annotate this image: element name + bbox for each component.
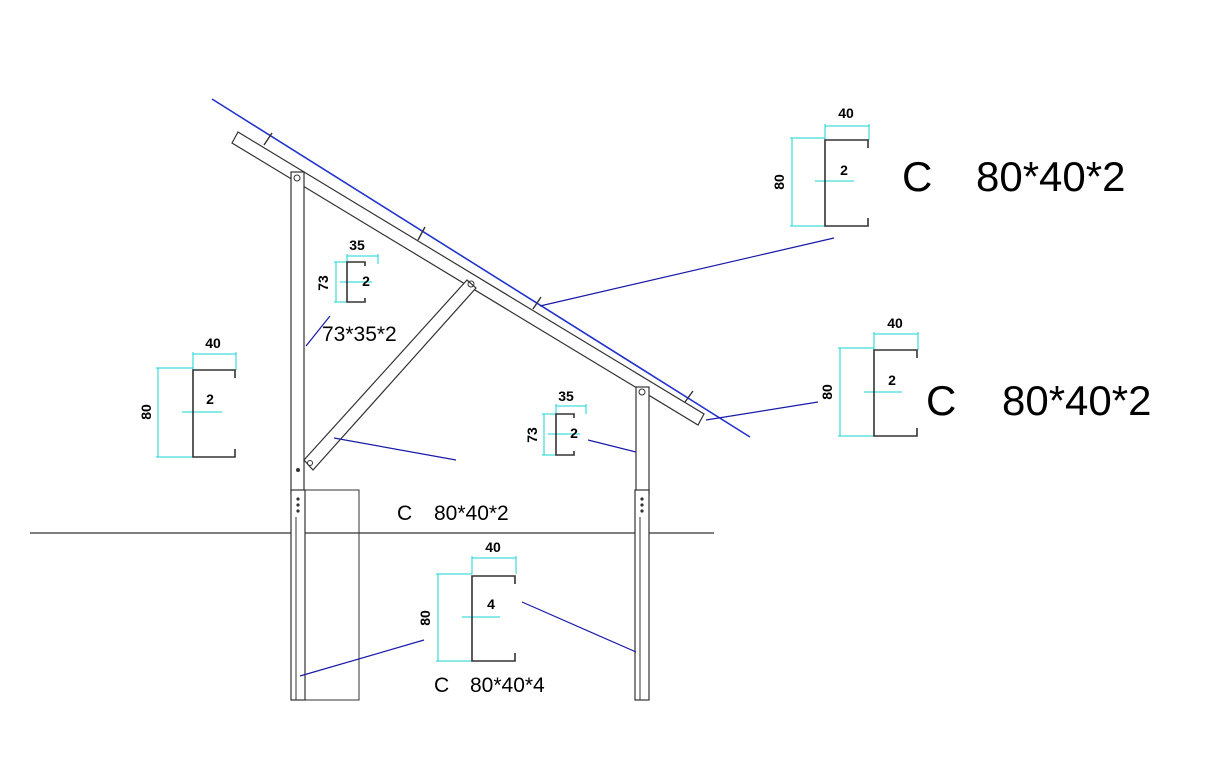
panel-clamps <box>263 132 694 403</box>
pile-type: C <box>434 674 449 697</box>
left-height: 80 <box>138 404 154 420</box>
left-width: 40 <box>205 335 221 351</box>
front-post-height: 73 <box>524 427 540 443</box>
mid-right-spec: 80*40*2 <box>1002 377 1151 424</box>
top-right-height: 80 <box>771 174 787 190</box>
pile-height: 80 <box>417 610 433 626</box>
front-post-thickness: 2 <box>570 425 578 441</box>
front-pile <box>634 489 650 701</box>
rear-post-width: 35 <box>349 237 365 253</box>
mid-right-thickness: 2 <box>888 372 896 388</box>
rear-pile <box>290 489 306 701</box>
mid-right-height: 80 <box>819 384 835 400</box>
mid-right-type: C <box>926 377 956 424</box>
diagonal-brace <box>303 279 477 471</box>
mid-right-width: 40 <box>887 315 903 331</box>
top-right-thickness: 2 <box>840 162 848 178</box>
front-post <box>635 386 650 495</box>
pile-thickness: 4 <box>487 596 495 612</box>
profile-pile: 40 80 4 C 80*40*4 <box>417 539 545 697</box>
solar-panel-line <box>211 98 751 438</box>
profile-rear-post: 35 73 2 73*35*2 <box>315 237 397 346</box>
profile-top-right: 40 80 2 C 80*40*2 <box>771 105 1125 227</box>
top-right-type: C <box>902 153 932 200</box>
brace-label: C 80*40*2 <box>397 502 509 525</box>
rear-post-spec: 73*35*2 <box>322 323 397 346</box>
rear-post <box>290 171 305 495</box>
brace-spec: 80*40*2 <box>434 502 509 525</box>
pile-spec: 80*40*4 <box>470 674 545 697</box>
profile-left: 40 80 2 <box>138 335 237 458</box>
foundation-block <box>304 489 360 701</box>
pile-width: 40 <box>485 539 501 555</box>
rear-post-height: 73 <box>315 275 331 291</box>
rear-post-thickness: 2 <box>362 273 370 289</box>
left-thickness: 2 <box>206 391 214 407</box>
front-post-width: 35 <box>558 388 574 404</box>
rafter-beam <box>231 131 705 426</box>
top-right-spec: 80*40*2 <box>976 153 1125 200</box>
leader-lines <box>299 237 835 677</box>
profile-mid-right: 40 80 2 C 80*40*2 <box>819 315 1151 437</box>
brace-type: C <box>397 502 412 525</box>
top-right-width: 40 <box>838 105 854 121</box>
profile-front-post: 35 73 2 <box>524 388 587 456</box>
